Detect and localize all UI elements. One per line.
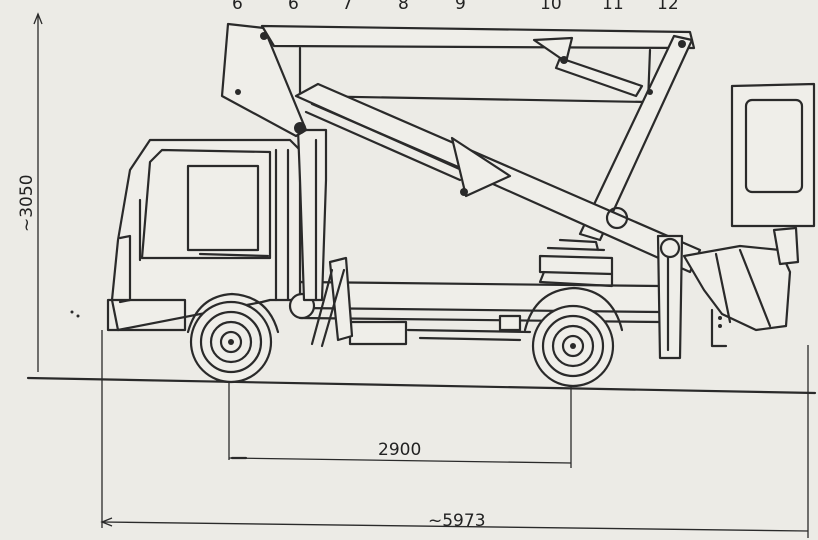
part-number-2: 6 <box>288 0 299 14</box>
length-label: ~5973 <box>428 511 486 531</box>
wheelbase-label: 2900 <box>378 440 421 460</box>
part-numbers: 6 6 7 8 9 10 11 12 <box>232 0 679 14</box>
height-label: ~3050 <box>17 174 37 232</box>
rear-wheel <box>523 286 624 388</box>
part-number-6: 10 <box>540 0 562 14</box>
rear-outrigger <box>656 234 684 360</box>
height-dimension: ~3050 <box>17 12 43 372</box>
rear-bucket <box>682 226 800 348</box>
personnel-basket <box>730 82 816 228</box>
lower-boom <box>220 22 308 138</box>
ground-line <box>26 376 817 395</box>
upper-boom <box>260 24 696 242</box>
part-number-1: 6 <box>232 0 243 14</box>
marks <box>70 310 80 318</box>
main-boom <box>294 82 702 274</box>
wheelbase-dimension: 2900 <box>228 345 572 468</box>
front-outrigger <box>288 256 354 348</box>
front-wheel <box>186 292 280 384</box>
boom-column <box>296 128 328 302</box>
top-cylinder <box>532 36 644 98</box>
part-number-7: 11 <box>602 0 624 14</box>
part-number-4: 8 <box>398 0 409 14</box>
part-number-8: 12 <box>657 0 679 14</box>
part-number-5: 9 <box>455 0 466 14</box>
part-number-3: 7 <box>342 0 353 14</box>
cab <box>106 138 302 332</box>
length-dimension: ~5973 <box>100 330 809 538</box>
turntable <box>538 238 614 288</box>
